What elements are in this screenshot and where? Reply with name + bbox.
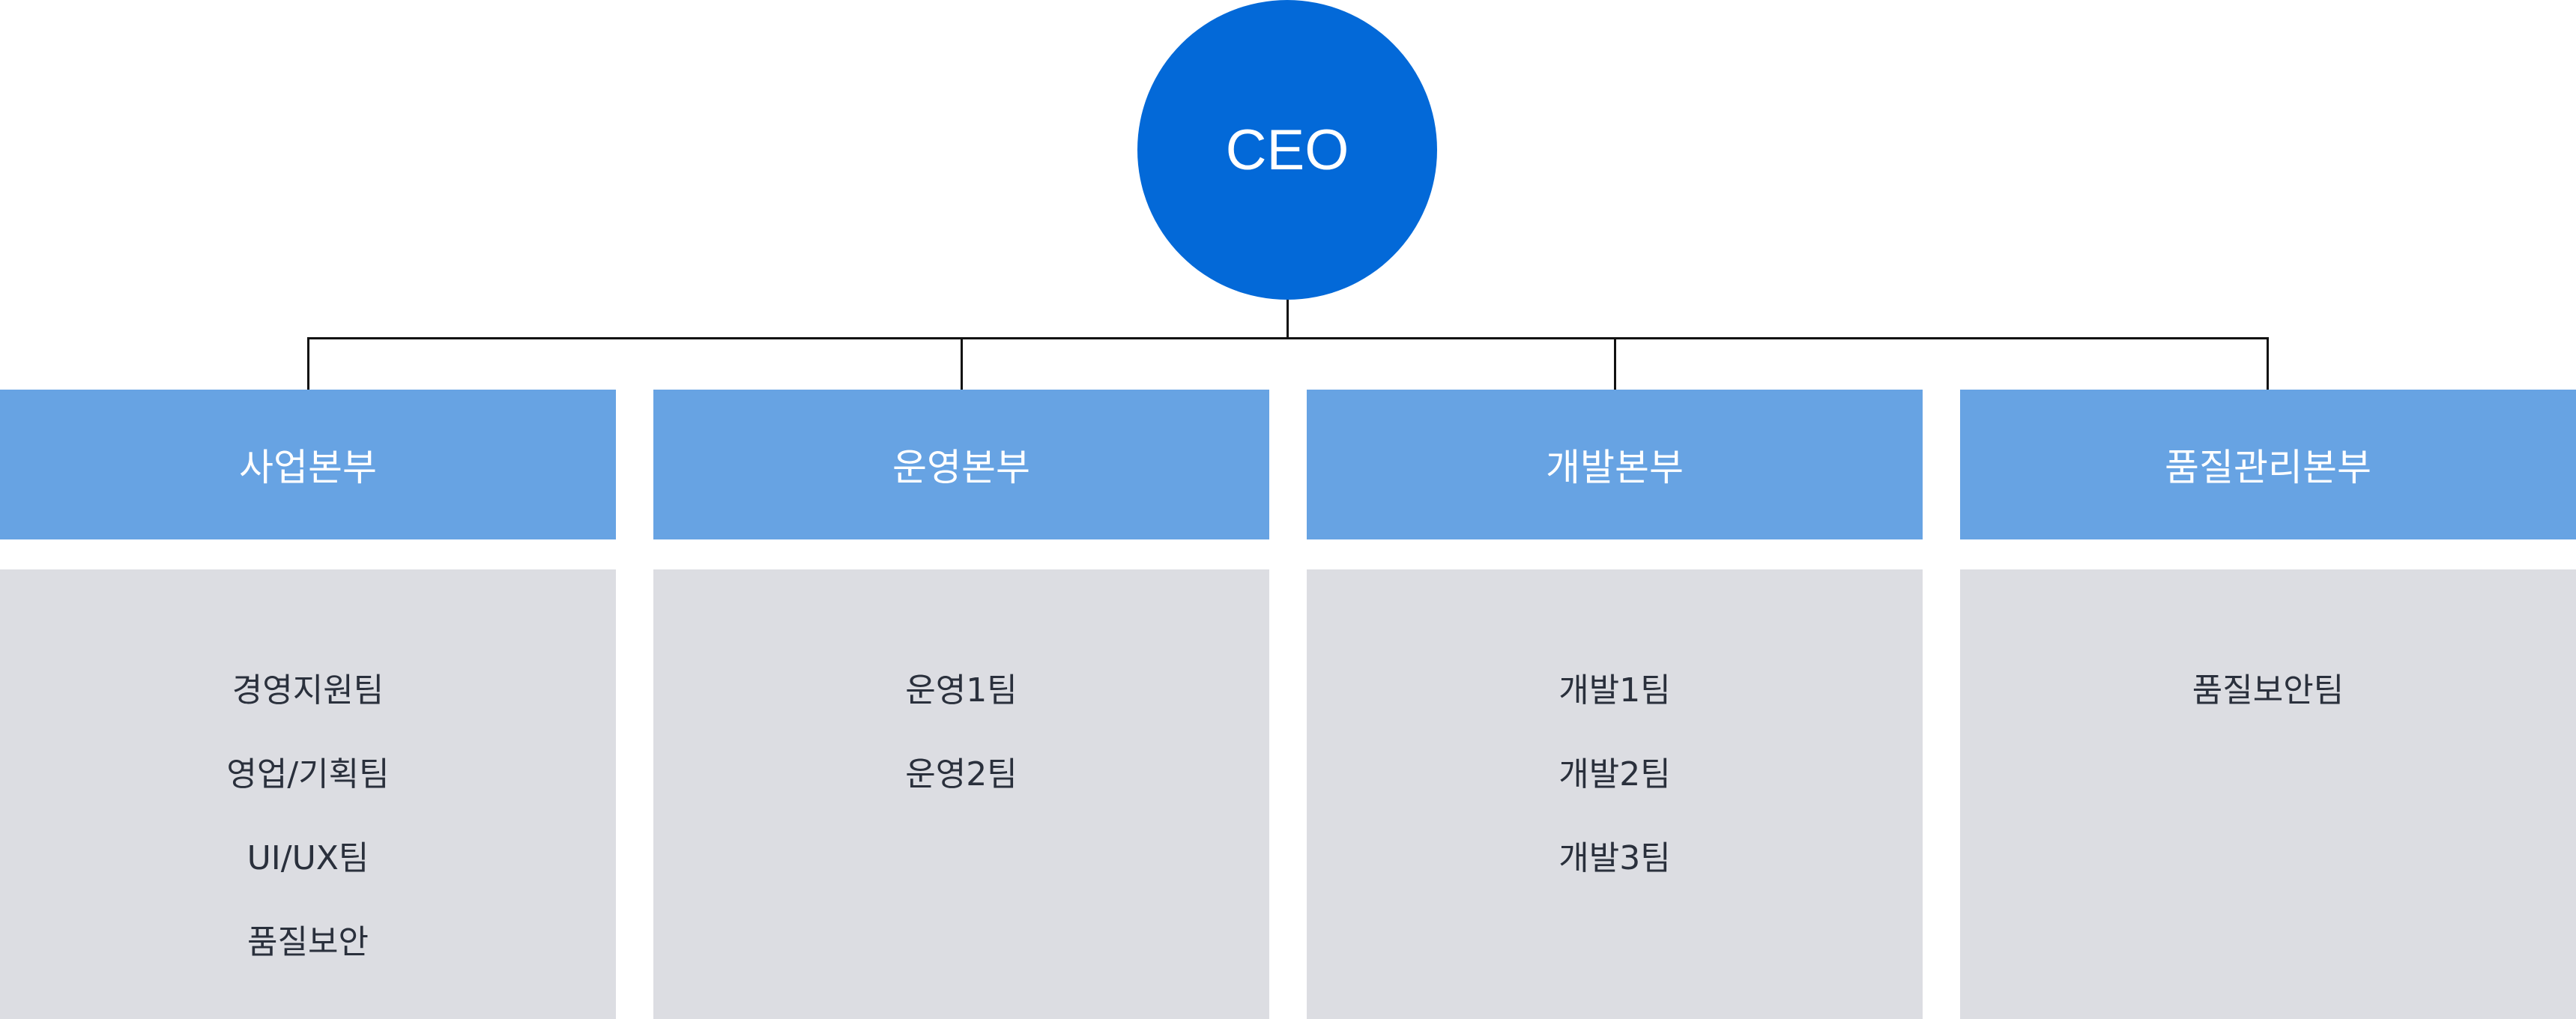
division-header: 운영본부 (653, 390, 1269, 539)
team-item: 영업/기획팀 (226, 755, 390, 793)
division-label: 품질관리본부 (2165, 446, 2371, 489)
team-panel: 운영1팀 운영2팀 (653, 569, 1269, 1019)
team-panel: 경영지원팀 영업/기획팀 UI/UX팀 품질보안 (0, 569, 616, 1019)
division-header: 사업본부 (0, 390, 616, 539)
connector-division-1 (307, 337, 309, 390)
team-item: 운영2팀 (905, 755, 1018, 793)
division-label: 운영본부 (892, 446, 1030, 489)
connector-division-4 (2267, 337, 2269, 390)
team-item: 경영지원팀 (232, 671, 384, 710)
team-item: 개발1팀 (1558, 671, 1671, 710)
connector-division-3 (1614, 337, 1616, 390)
team-item: 개발2팀 (1558, 755, 1671, 793)
team-item: 품질보안 (247, 923, 369, 961)
team-item: 품질보안팀 (2192, 671, 2344, 710)
division-quality: 품질관리본부 품질보안팀 (1960, 390, 2576, 1019)
team-item: 운영1팀 (905, 671, 1018, 710)
division-development: 개발본부 개발1팀 개발2팀 개발3팀 (1307, 390, 1923, 1019)
team-panel: 개발1팀 개발2팀 개발3팀 (1307, 569, 1923, 1019)
ceo-label: CEO (1225, 118, 1349, 182)
division-label: 개발본부 (1546, 446, 1684, 489)
division-header: 개발본부 (1307, 390, 1923, 539)
ceo-node: CEO (1137, 0, 1437, 300)
division-header: 품질관리본부 (1960, 390, 2576, 539)
connector-division-2 (961, 337, 963, 390)
connector-horizontal (307, 337, 2269, 339)
division-business: 사업본부 경영지원팀 영업/기획팀 UI/UX팀 품질보안 (0, 390, 616, 1019)
division-label: 사업본부 (239, 446, 377, 489)
connector-ceo-stem (1287, 300, 1289, 339)
team-panel: 품질보안팀 (1960, 569, 2576, 1019)
division-operations: 운영본부 운영1팀 운영2팀 (653, 390, 1269, 1019)
team-item: 개발3팀 (1558, 839, 1671, 877)
team-item: UI/UX팀 (247, 839, 369, 877)
